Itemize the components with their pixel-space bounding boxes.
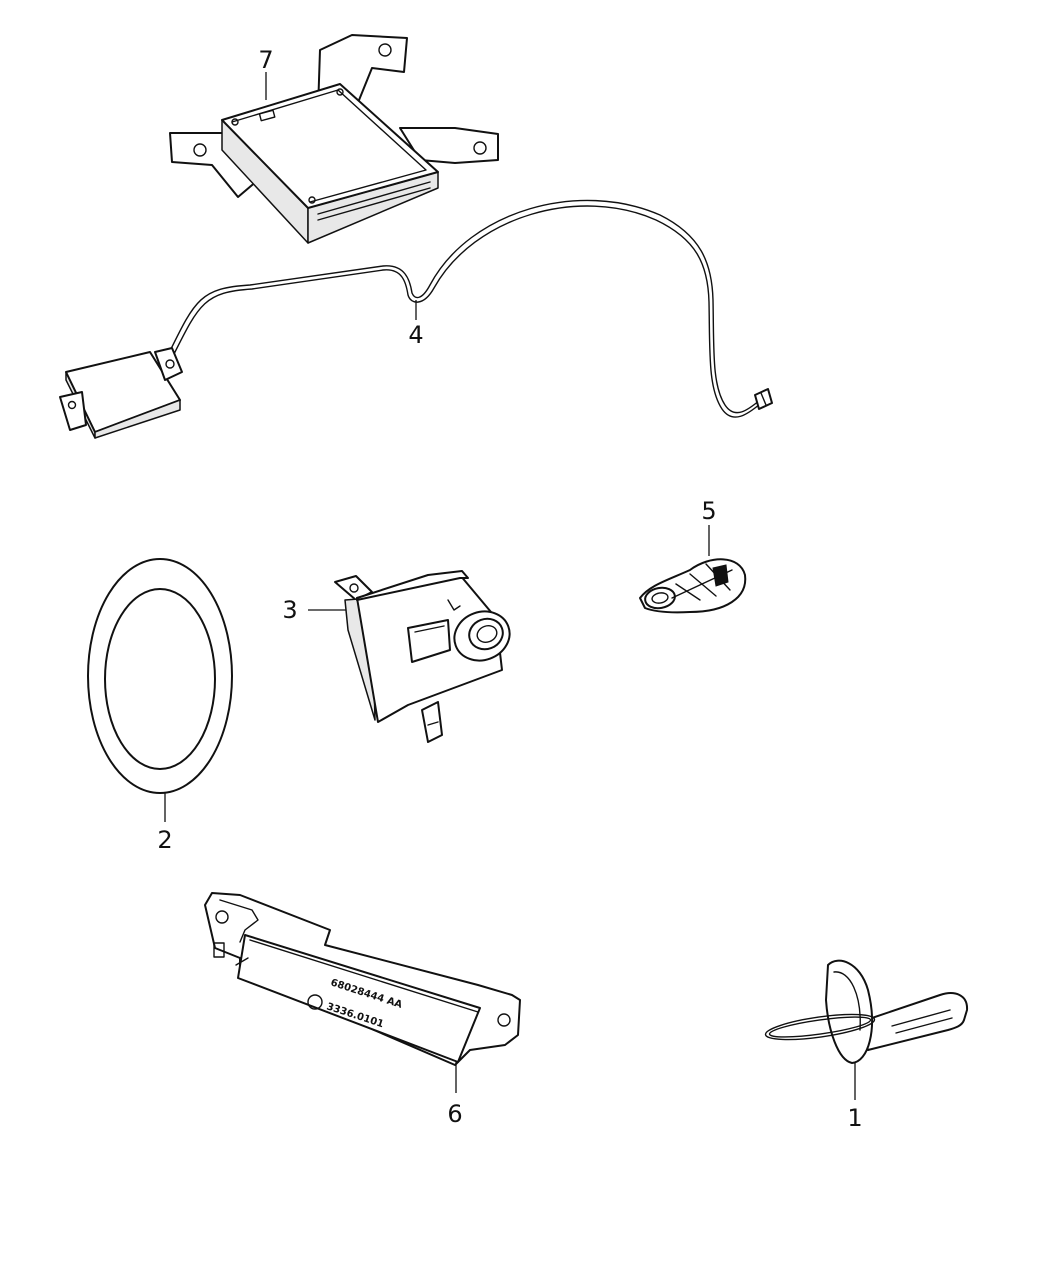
part-1-key: 1 bbox=[764, 959, 969, 1132]
callout-4: 4 bbox=[408, 321, 423, 349]
part-4-antenna-module: 4 bbox=[59, 199, 773, 439]
callout-3: 3 bbox=[282, 596, 297, 624]
callout-2: 2 bbox=[157, 826, 172, 854]
part-3-ignition-switch: 3 bbox=[282, 570, 511, 743]
callout-6: 6 bbox=[447, 1100, 462, 1128]
part-5-key-fob: 5 bbox=[639, 497, 747, 614]
callout-5: 5 bbox=[701, 497, 716, 525]
callout-7: 7 bbox=[258, 46, 273, 74]
part-6-receiver-bracket: 68028444 AA 3336.0101 6 bbox=[204, 892, 521, 1128]
callout-1: 1 bbox=[847, 1104, 862, 1132]
part-7-control-module: 7 bbox=[169, 34, 499, 244]
part-2-ring: 2 bbox=[87, 558, 233, 854]
